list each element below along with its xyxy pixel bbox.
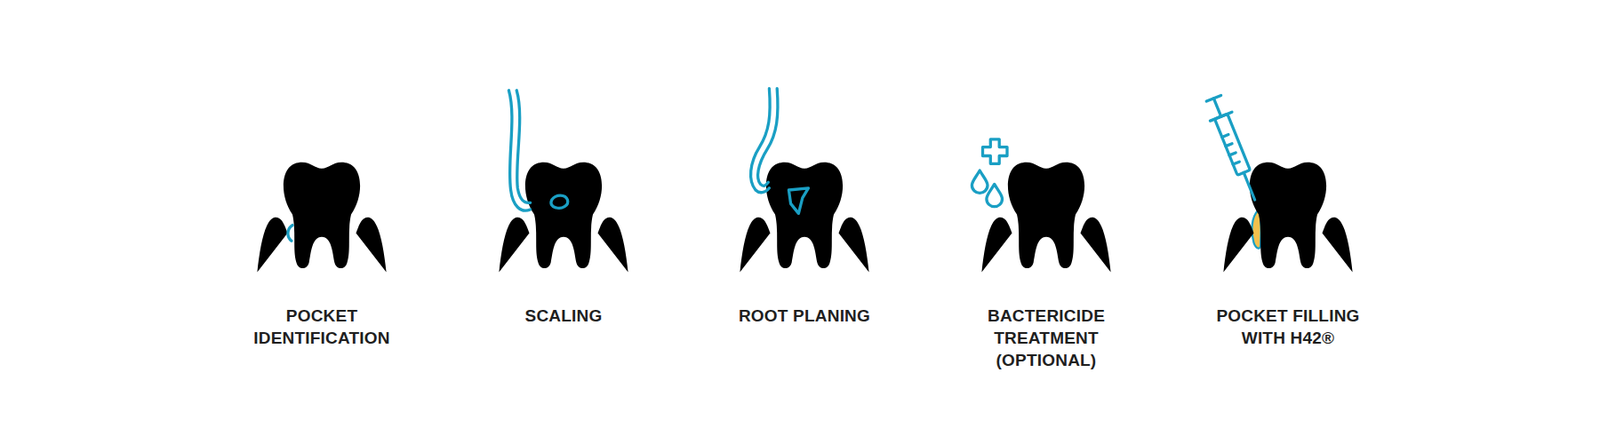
step-label: SCALING [474,304,653,328]
syringe-barrel [1215,113,1251,176]
tooth-outline [1223,162,1352,273]
tooth-outline [981,162,1111,273]
syringe [1202,94,1266,205]
syringe-plunger [1213,98,1221,117]
step-label: POCKET FILLING WITH H42® [1199,304,1377,350]
liquid-drop [986,184,1003,207]
medical-cross [983,139,1008,165]
curette-instrument [758,88,778,187]
gum-pocket [288,225,293,242]
calculus-deposit [551,195,568,208]
scaler-instrument [508,90,530,211]
step-label: POCKET IDENTIFICATION [232,304,411,350]
tooth-icon [971,139,1111,273]
tooth-icon [498,90,628,273]
curette-instrument [751,88,771,193]
step-label: BACTERICIDE TREATMENT (OPTIONAL) [957,304,1136,372]
scaler-instrument [516,90,530,204]
step-label: ROOT PLANING [715,304,894,328]
syringe-needle [1243,172,1255,200]
tooth-icon [256,162,386,273]
tooth-outline [256,162,386,273]
tooth-icon [739,88,869,273]
liquid-drop [971,170,988,193]
root-surface [788,188,808,215]
tooth-icon [1202,94,1352,273]
